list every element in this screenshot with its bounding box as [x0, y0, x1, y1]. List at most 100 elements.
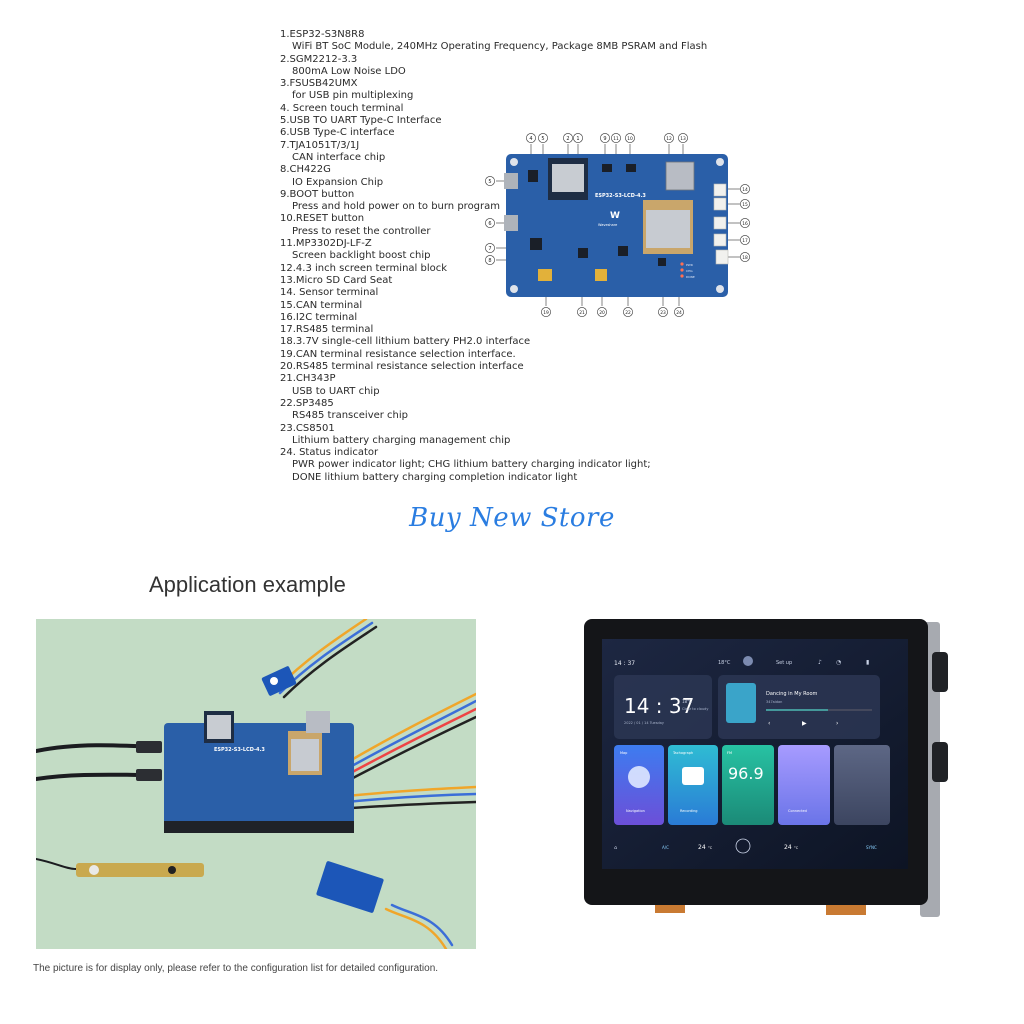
prev-icon[interactable]: ‹: [768, 720, 770, 727]
side-connector: [932, 742, 948, 782]
component-name: 5.USB TO UART Type-C Interface: [280, 115, 442, 127]
callout-number: 23: [660, 310, 666, 316]
callout-circle: [541, 307, 551, 317]
callout-circle: [485, 176, 495, 186]
tile-camera-label: Tachograph: [672, 751, 693, 755]
status-time: 14 : 37: [614, 660, 635, 667]
application-photo-setup: ESP32-S3-LCD-4.3: [36, 619, 476, 949]
component-description: 800mA Low Noise LDO: [292, 65, 406, 77]
component-description: CAN interface chip: [292, 151, 386, 163]
component-name: 13.Micro SD Card Seat: [280, 274, 393, 286]
tile-radio-frequency: 96.9: [728, 764, 764, 783]
clock-time: 14 : 37: [624, 694, 694, 718]
play-icon[interactable]: ▶: [802, 720, 807, 727]
clock-condition: Clear to cloudy: [682, 707, 708, 711]
callout-number: 5: [541, 136, 544, 142]
component-name: 10.RESET button: [280, 213, 365, 225]
fan-icon[interactable]: [735, 838, 751, 854]
callout-number: 7: [488, 246, 491, 252]
usb-uart-port: [504, 173, 518, 189]
callout-number: 10: [627, 136, 633, 142]
tile-bluetooth-button[interactable]: Connected: [788, 809, 807, 813]
component-description: DONE lithium battery charging completion…: [292, 471, 578, 483]
component-name: 15.CAN terminal: [280, 299, 363, 311]
callout-circle: [573, 133, 583, 143]
callout-number: 12: [666, 136, 672, 142]
component-description: Lithium battery charging management chip: [292, 434, 511, 446]
callout-circle: [600, 133, 610, 143]
brand-label: Waveshare: [598, 223, 617, 227]
usb-plug: [136, 741, 162, 753]
callout-circle: [623, 307, 633, 317]
component-description: Press to reset the controller: [292, 225, 431, 237]
component-name: 22.SP3485: [280, 397, 334, 409]
component-name: 8.CH422G: [280, 164, 331, 176]
bottom-cable: [655, 903, 685, 913]
component-description: IO Expansion Chip: [292, 176, 384, 188]
callout-number: 1: [576, 136, 579, 142]
album-art: [726, 683, 756, 723]
component-name: 12.4.3 inch screen terminal block: [280, 262, 448, 274]
temp-left[interactable]: 24: [698, 844, 706, 851]
component-name: 9.BOOT button: [280, 188, 355, 200]
ac-label[interactable]: A/C: [662, 845, 669, 850]
callout-circle: [664, 133, 674, 143]
callout-number: 24: [676, 310, 682, 316]
component-name: 19.CAN terminal resistance selection int…: [280, 348, 516, 360]
rs485-module: [316, 861, 384, 913]
next-icon[interactable]: ›: [836, 720, 838, 727]
component-description: for USB pin multiplexing: [292, 90, 414, 102]
temp-right-unit: °C: [794, 846, 799, 850]
tile-bluetooth[interactable]: [778, 745, 830, 825]
tile-radio[interactable]: [722, 745, 774, 825]
callout-number: 4: [529, 136, 532, 142]
temp-left-unit: °C: [708, 846, 713, 850]
callout-number: 11: [613, 136, 619, 142]
clock-temp: 18°C: [682, 699, 692, 704]
fpc-cable: [646, 210, 690, 248]
component-description: RS485 transceiver chip: [292, 410, 409, 422]
callout-circle: [526, 133, 536, 143]
jumper-headers: [538, 269, 607, 281]
component-name: 21.CH343P: [280, 373, 336, 385]
esp32-shield: [552, 164, 584, 192]
tile-camera-button[interactable]: Recording: [680, 809, 698, 813]
component-description: USB to UART chip: [292, 385, 380, 397]
right-terminals: [713, 183, 729, 265]
callout-number: 21: [579, 310, 585, 316]
component-description: Screen backlight boost chip: [292, 250, 431, 262]
music-card: [718, 675, 880, 739]
callout-number: 22: [625, 310, 631, 316]
tile-radio-label: FM: [727, 751, 732, 755]
callout-circle: [740, 235, 750, 245]
callout-number: 20: [599, 310, 605, 316]
callout-circle: [563, 133, 573, 143]
component-name: 11.MP3302DJ-LF-Z: [280, 238, 372, 250]
home-icon[interactable]: ⌂: [614, 845, 617, 851]
temp-right[interactable]: 24: [784, 844, 792, 851]
component-name: 1.ESP32-S3N8R8: [280, 29, 365, 40]
bell-icon: ◔: [836, 659, 841, 666]
callout-circle: [538, 133, 548, 143]
store-watermark: Buy New Store: [409, 503, 615, 533]
tile-map-button[interactable]: Navigation: [626, 809, 645, 813]
camera-icon: [682, 767, 704, 785]
callout-circle: [740, 199, 750, 209]
song-artist: 347aidan: [766, 700, 782, 704]
component-name: 18.3.7V single-cell lithium battery PH2.…: [280, 336, 531, 348]
callout-number: 13: [680, 136, 686, 142]
callout-circle: [485, 218, 495, 228]
mounting-holes: [510, 158, 724, 293]
sync-label[interactable]: SYNC: [866, 845, 877, 850]
led-label: DONE: [686, 275, 695, 279]
led-label: PWR: [686, 263, 693, 267]
tile-extra[interactable]: [834, 745, 890, 825]
bottom-cable: [826, 905, 866, 915]
callout-number: 9: [603, 136, 606, 142]
setup-board: ESP32-S3-LCD-4.3: [164, 711, 354, 833]
callout-number: 15: [742, 202, 748, 208]
